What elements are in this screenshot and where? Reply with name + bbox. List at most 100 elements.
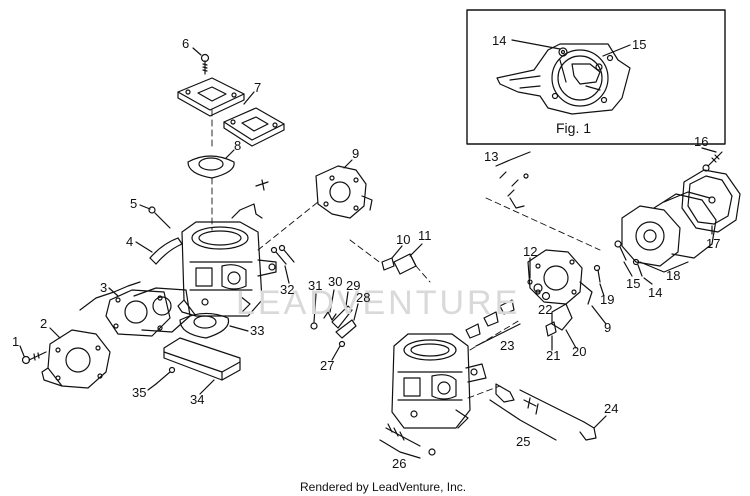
part-19-screw	[593, 264, 601, 283]
part-27-clip	[338, 340, 346, 348]
callout-labels: 14 15 6 7 8 9 5 4 10 11 3 31 30 29 32 28…	[12, 33, 720, 471]
callout-leader-35	[147, 383, 157, 391]
fig1-caption: Fig. 1	[556, 120, 591, 136]
callout-3: 3	[100, 280, 107, 295]
part-33-gasket	[179, 312, 230, 339]
callout-27: 27	[320, 358, 334, 373]
callout-18: 18	[666, 268, 680, 283]
callout-21: 21	[546, 348, 560, 363]
part-11-sleeve	[393, 253, 417, 275]
bracket-26	[379, 439, 421, 459]
callout-leader-1	[19, 345, 25, 357]
callout-32: 32	[280, 282, 294, 297]
part-25-spring-set	[495, 383, 539, 415]
callout-15-inset: 15	[632, 37, 646, 52]
callout-leader-9a	[343, 159, 353, 169]
callout-5: 5	[130, 196, 137, 211]
alignment-line-right	[467, 319, 521, 399]
part-6-screw	[200, 53, 210, 75]
callout-leader-3	[108, 287, 119, 297]
part-5-screw	[148, 206, 171, 229]
callout-28: 28	[356, 290, 370, 305]
part-26-screw	[385, 423, 436, 456]
callout-9b: 9	[604, 320, 611, 335]
callout-26: 26	[392, 456, 406, 471]
callout-13: 13	[484, 149, 498, 164]
callout-19: 19	[600, 292, 614, 307]
callout-35: 35	[132, 385, 146, 400]
callout-leader-32	[284, 265, 290, 284]
callout-leader-30	[329, 289, 335, 313]
watermark: LEADVENTURE	[236, 284, 520, 322]
callout-leader-5	[139, 204, 151, 210]
part-12-pin	[527, 261, 533, 285]
linkage-bracket	[231, 179, 269, 219]
part-2-pump-cover	[41, 329, 111, 389]
callout-14-inset: 14	[492, 33, 506, 48]
part-22-o-rings	[533, 283, 551, 301]
callout-leader-31	[313, 293, 317, 323]
callout-22: 22	[538, 302, 552, 317]
footer-credit: Rendered by LeadVenture, Inc.	[300, 480, 466, 494]
callout-leader-29	[345, 291, 349, 307]
part-9-pump-cover	[315, 165, 373, 219]
callout-34: 34	[190, 392, 204, 407]
callout-leader-14	[643, 277, 653, 285]
callout-leader-19	[599, 283, 605, 297]
callout-leader-15-inset	[602, 44, 631, 57]
part-13-linkage	[499, 171, 529, 209]
callout-leader-34	[199, 379, 215, 395]
part-4-tube	[149, 237, 183, 265]
part-21-screen	[545, 321, 557, 337]
callout-23: 23	[500, 338, 514, 353]
callout-leader-20	[565, 329, 577, 349]
alignment-line-13	[485, 197, 601, 251]
callout-11: 11	[418, 228, 432, 243]
part-18-diaphragm	[621, 191, 717, 267]
callout-1: 1	[12, 334, 19, 349]
callout-leader-8	[225, 149, 235, 159]
part-32-screws	[270, 244, 295, 265]
callout-25: 25	[516, 434, 530, 449]
callout-9a: 9	[352, 146, 359, 161]
callout-33: 33	[250, 323, 264, 338]
bracket-3	[79, 281, 141, 311]
bracket-13	[495, 151, 531, 167]
bracket-18	[639, 261, 689, 273]
bracket-25	[489, 399, 557, 441]
callout-leader-9b	[591, 305, 607, 325]
callout-leader-10	[391, 245, 403, 259]
part-1-screw	[21, 351, 47, 365]
part-24-needle	[519, 389, 597, 441]
part-23-clips	[465, 299, 515, 339]
part-20-gasket	[551, 303, 573, 331]
part-8-gasket	[187, 155, 235, 179]
part-29-lever	[331, 305, 353, 329]
part-28-arm	[335, 319, 357, 339]
callout-4: 4	[126, 234, 133, 249]
callout-leader-15	[623, 261, 633, 277]
part-34-plate	[163, 337, 241, 381]
callout-leader-24	[593, 415, 607, 429]
alignment-line-mid	[349, 239, 431, 283]
part-15-screw	[614, 240, 627, 261]
part-16-screw	[702, 151, 723, 172]
callout-7: 7	[254, 80, 261, 95]
callout-leader-2	[49, 327, 61, 339]
callout-leader-7	[243, 91, 255, 105]
callout-20: 20	[572, 344, 586, 359]
callout-leader-4	[135, 241, 153, 253]
callout-leader-14-inset	[511, 39, 561, 50]
callout-24: 24	[604, 401, 618, 416]
main-carburetor-right	[391, 333, 487, 429]
callout-30: 30	[328, 274, 342, 289]
callout-leader-11	[409, 243, 423, 257]
callout-leader-6	[192, 47, 202, 56]
alignment-line-9	[257, 201, 319, 251]
part-10-pin	[381, 257, 395, 271]
callout-6: 6	[182, 36, 189, 51]
callout-12: 12	[523, 244, 537, 259]
callout-29: 29	[346, 278, 360, 293]
part-3-gasket-set	[105, 287, 191, 337]
